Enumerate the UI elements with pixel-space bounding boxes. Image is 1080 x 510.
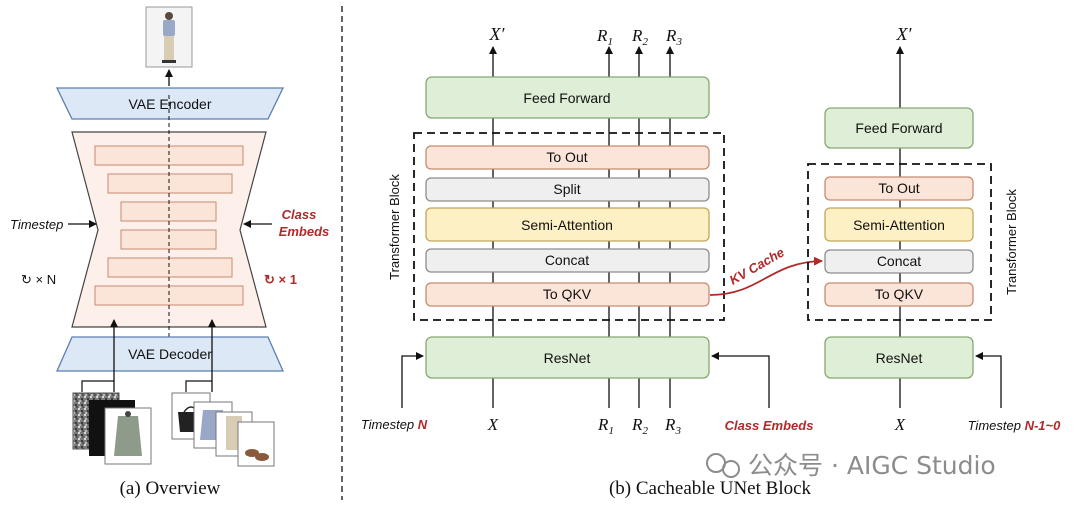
watermark-text: 公众号 · AIGC Studio bbox=[748, 451, 996, 480]
bottom-r1-label: R bbox=[597, 415, 609, 434]
bottom-r-labels: R1 R2 R3 bbox=[597, 415, 681, 437]
left-feed-forward-block bbox=[425, 76, 710, 119]
left-concat-block bbox=[425, 248, 710, 273]
right-transformer-block-label: Transformer Block bbox=[1004, 189, 1019, 295]
right-feed-forward-label: Feed Forward bbox=[855, 120, 942, 136]
vae-decoder-label: VAE Decoder bbox=[128, 346, 212, 362]
svg-text:R3: R3 bbox=[665, 26, 682, 48]
left-to-out-label: To Out bbox=[546, 149, 587, 165]
class-embeds-label-2: Embeds bbox=[279, 224, 330, 239]
svg-text:Timestep N: Timestep N bbox=[361, 417, 428, 432]
right-resnet-block bbox=[824, 336, 974, 379]
svg-text:R3: R3 bbox=[664, 415, 681, 437]
top-r2-sub: 2 bbox=[642, 36, 648, 48]
left-timestep-arrow bbox=[401, 352, 424, 408]
top-r3-label: R bbox=[665, 26, 677, 45]
overview-caption: (a) Overview bbox=[120, 478, 221, 499]
garment-image-stack bbox=[171, 392, 275, 467]
unet-layer-3 bbox=[120, 201, 217, 222]
vae-encoder-block bbox=[55, 87, 285, 120]
left-to-qkv-block bbox=[425, 282, 710, 307]
top-r1-label: R bbox=[596, 26, 608, 45]
left-to-qkv-label: To QKV bbox=[543, 286, 592, 302]
left-concat-label: Concat bbox=[545, 252, 589, 268]
output-person-image bbox=[145, 6, 193, 68]
split-block bbox=[425, 177, 710, 202]
right-timestep-prefix: Timestep bbox=[968, 418, 1021, 433]
kv-cache-label: KV Cache bbox=[727, 244, 787, 287]
unet-layer-4 bbox=[120, 229, 217, 250]
right-semi-attention-label: Semi-Attention bbox=[853, 217, 945, 233]
right-transformer-block-frame bbox=[807, 163, 992, 321]
right-feed-forward-block bbox=[824, 107, 974, 149]
right-concat-block bbox=[824, 249, 974, 274]
right-to-qkv-label: To QKV bbox=[875, 286, 924, 302]
left-semi-attention-label: Semi-Attention bbox=[521, 217, 613, 233]
svg-text:R2: R2 bbox=[631, 26, 648, 48]
right-to-out-label: To Out bbox=[878, 180, 919, 196]
bottom-r2-label: R bbox=[631, 415, 643, 434]
left-resnet-block bbox=[425, 336, 710, 379]
right-timestep-arrow bbox=[975, 352, 1002, 408]
top-r2-label: R bbox=[631, 26, 643, 45]
timestep-label: Timestep bbox=[10, 217, 63, 232]
bottom-r3-label: R bbox=[664, 415, 676, 434]
watermark: 公众号 · AIGC Studio bbox=[706, 451, 996, 480]
right-resnet-label: ResNet bbox=[876, 350, 923, 366]
left-feed-forward-label: Feed Forward bbox=[523, 90, 610, 106]
loop-n-label: ↻ × N bbox=[21, 272, 56, 287]
svg-text:Timestep N-1~0: Timestep N-1~0 bbox=[968, 418, 1062, 433]
vae-encoder-label: VAE Encoder bbox=[128, 96, 211, 112]
right-to-qkv-block bbox=[824, 282, 974, 307]
right-to-out-block bbox=[824, 176, 974, 201]
right-x-prime-label: X′ bbox=[896, 24, 913, 44]
class-embeds-label-1: Class bbox=[282, 207, 317, 222]
left-resnet-label: ResNet bbox=[544, 350, 591, 366]
noise-image-stack bbox=[72, 392, 152, 465]
split-label: Split bbox=[553, 181, 580, 197]
bottom-r3-sub: 3 bbox=[674, 425, 681, 437]
unet-block-caption: (b) Cacheable UNet Block bbox=[609, 478, 812, 499]
right-semi-attention-block bbox=[824, 207, 974, 242]
bottom-r2-sub: 2 bbox=[642, 425, 648, 437]
unet-layer-1 bbox=[94, 145, 244, 166]
svg-text:R2: R2 bbox=[631, 415, 648, 437]
class-embeds-bottom-label: Class Embeds bbox=[725, 418, 814, 433]
bottom-x-label: X bbox=[487, 415, 499, 434]
class-embeds-input-arrow bbox=[711, 352, 770, 408]
left-timestep-n: N bbox=[418, 417, 428, 432]
unet-layer-6 bbox=[94, 285, 244, 306]
top-r3-sub: 3 bbox=[675, 36, 682, 48]
top-r-labels: R1 R2 R3 bbox=[596, 26, 682, 48]
unet-layer-2 bbox=[107, 173, 233, 194]
left-to-out-block bbox=[425, 145, 710, 170]
svg-text:R1: R1 bbox=[596, 26, 613, 48]
right-timestep-range: N-1~0 bbox=[1025, 418, 1062, 433]
left-semi-attention-block bbox=[425, 207, 710, 242]
svg-text:R1: R1 bbox=[597, 415, 614, 437]
unet-layer-5 bbox=[107, 257, 233, 278]
overview-panel: VAE Encoder Timestep Class Embeds ↻ × N … bbox=[10, 6, 330, 499]
loop-1-label: ↻ × 1 bbox=[264, 272, 297, 287]
bottom-r1-sub: 1 bbox=[608, 425, 614, 437]
left-x-prime-label: X′ bbox=[489, 24, 506, 44]
left-timestep-prefix: Timestep bbox=[361, 417, 414, 432]
top-r1-sub: 1 bbox=[607, 36, 613, 48]
kv-cache-arrow bbox=[709, 256, 823, 296]
right-concat-label: Concat bbox=[877, 253, 921, 269]
left-transformer-block-label: Transformer Block bbox=[387, 174, 402, 280]
left-transformer-block-frame bbox=[413, 132, 725, 321]
right-bottom-x-label: X bbox=[894, 415, 906, 434]
unet-block-panel: Transformer Block Feed Forward To Out Sp… bbox=[361, 24, 1061, 499]
